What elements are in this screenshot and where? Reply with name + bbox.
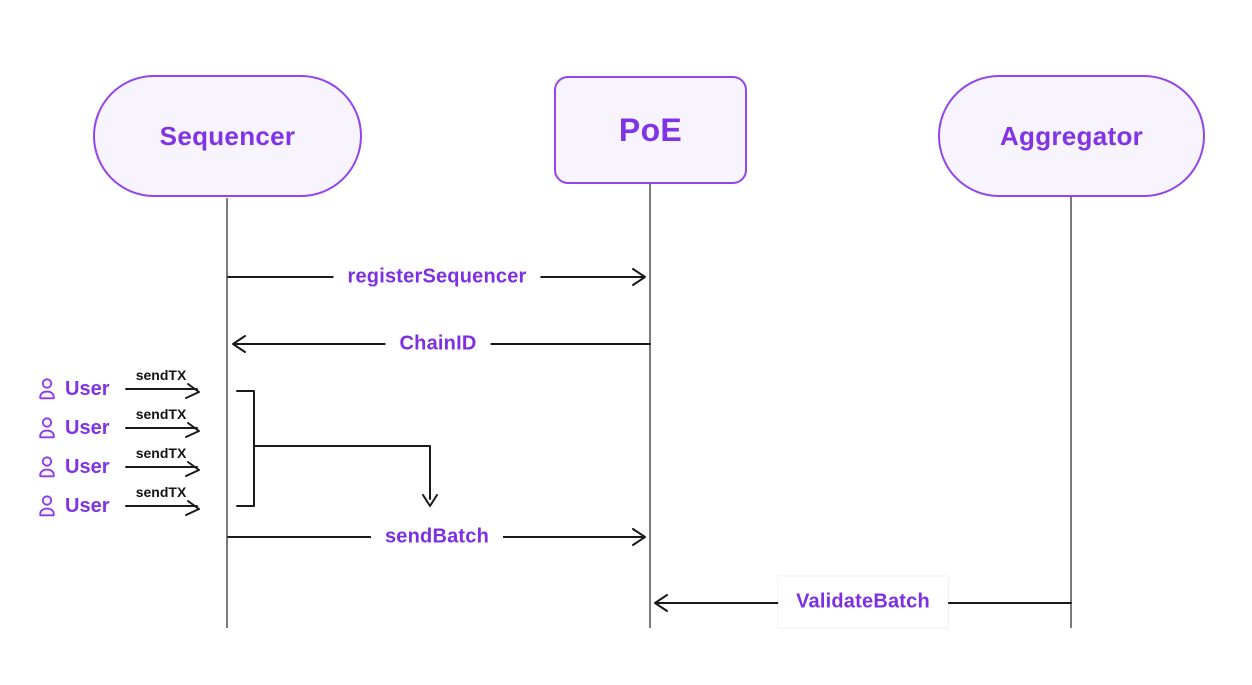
arrow-sendtx-3 [125,461,200,477]
user-label: User [65,494,110,517]
user-icon [39,417,55,439]
arrow-batch-down [253,445,438,507]
user-icon [39,378,55,400]
message-label-validate-batch: ValidateBatch [778,576,948,628]
sendtx-label-4: sendTX [135,484,187,500]
message-label-chain-id: ChainID [385,326,491,362]
user-row-4: User [36,489,109,523]
actor-poe: PoE [554,76,747,184]
batch-collection-bracket [236,390,255,507]
actor-poe-label: PoE [618,111,683,148]
actor-aggregator-label: Aggregator [999,120,1144,151]
user-label: User [65,455,110,478]
user-icon [39,495,55,517]
user-label: User [65,377,110,400]
sendtx-label-1: sendTX [135,367,187,383]
arrow-sendtx-2 [125,422,200,438]
message-label-send-batch: sendBatch [370,519,504,555]
user-row-2: User [36,411,109,445]
actor-aggregator: Aggregator [938,75,1205,197]
user-label: User [65,416,110,439]
sendtx-label-2: sendTX [135,406,187,422]
user-row-1: User [36,372,109,406]
arrow-sendtx-1 [125,383,200,399]
lifelines [226,184,1072,628]
user-icon [39,456,55,478]
arrow-sendtx-4 [125,500,200,516]
sendtx-label-3: sendTX [135,445,187,461]
message-label-register-sequencer: registerSequencer [333,259,541,295]
actor-sequencer-label: Sequencer [159,120,296,151]
actor-sequencer: Sequencer [93,75,362,197]
user-row-3: User [36,450,109,484]
